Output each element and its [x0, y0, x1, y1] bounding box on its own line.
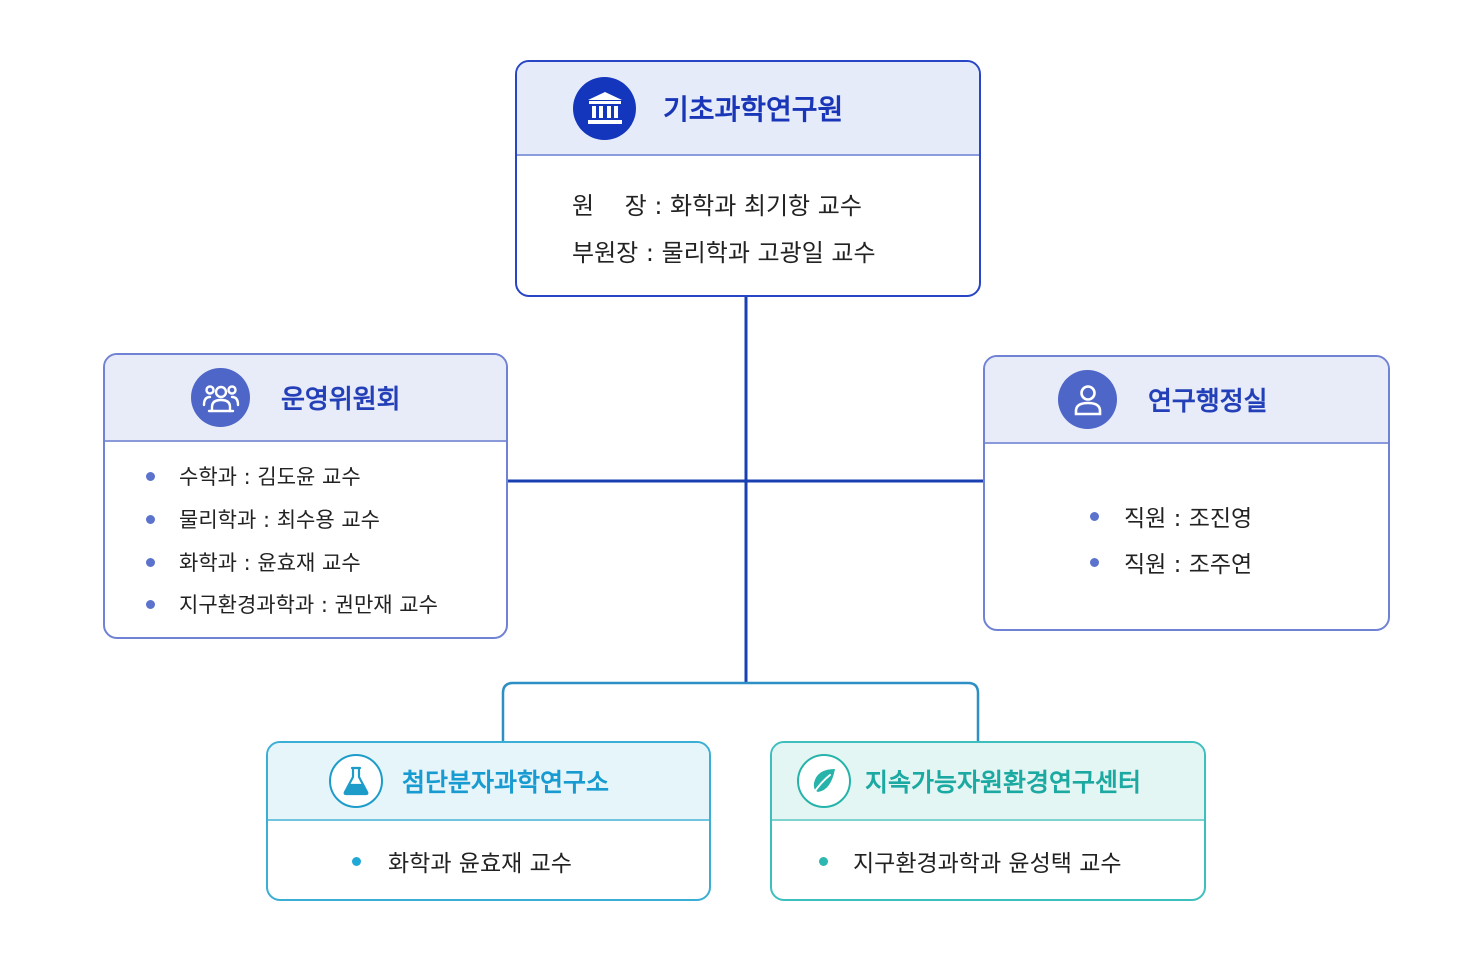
institute-title: 기초과학연구원 [663, 93, 844, 126]
staff-member-text: 직원 : 조주연 [1124, 552, 1253, 578]
bullet [146, 471, 155, 481]
committee-title: 운영위원회 [281, 385, 401, 415]
staff-member-text: 직원 : 조진영 [1124, 506, 1253, 532]
bullet [146, 557, 155, 567]
molecular-institute-header: 첨단분자과학연구소 [268, 743, 709, 821]
vice-director-separator: : [638, 239, 662, 267]
committee-member-text: 지구환경과학과 : 권만재 교수 [179, 593, 438, 617]
committee-member-text: 물리학과 : 최수용 교수 [179, 508, 380, 532]
committee-member: 지구환경과학과 : 권만재 교수 [146, 589, 438, 619]
molecular-member-text: 화학과 윤효재 교수 [388, 851, 572, 877]
committee-member: 물리학과 : 최수용 교수 [146, 504, 380, 534]
sustainability-member: 지구환경과학과 윤성택 교수 [819, 844, 1122, 878]
admin-office-title: 연구행정실 [1148, 387, 1268, 417]
molecular-institute-card: 첨단분자과학연구소 화학과 윤효재 교수 [266, 741, 711, 901]
sustainability-center-title: 지속가능자원환경연구센터 [865, 768, 1142, 797]
bullet [146, 599, 155, 609]
committee-member: 화학과 : 윤효재 교수 [146, 547, 361, 577]
staff-member: 직원 : 조주연 [1090, 545, 1252, 579]
bullet [352, 856, 361, 866]
institute-header: 기초과학연구원 [517, 62, 979, 156]
vice-director-line: 부원장 : 물리학과 고광일 교수 [572, 233, 876, 268]
director-separator: : [646, 192, 671, 220]
admin-office-card: 연구행정실 직원 : 조진영 직원 : 조주연 [983, 355, 1390, 631]
staff-member: 직원 : 조진영 [1090, 499, 1252, 533]
flask-icon [329, 754, 383, 808]
sustainability-center-card: 지속가능자원환경연구센터 지구환경과학과 윤성택 교수 [770, 741, 1206, 901]
bullet [819, 856, 828, 866]
leaf-icon [797, 754, 851, 808]
bullet [1090, 557, 1099, 567]
committee-member-text: 수학과 : 김도윤 교수 [179, 465, 361, 489]
sustainability-center-header: 지속가능자원환경연구센터 [772, 743, 1204, 821]
bullet [146, 514, 155, 524]
bullet [1090, 511, 1099, 521]
committee-header: 운영위원회 [105, 355, 506, 442]
sustainability-member-text: 지구환경과학과 윤성택 교수 [853, 851, 1122, 877]
molecular-institute-title: 첨단분자과학연구소 [402, 768, 610, 797]
committee-member-text: 화학과 : 윤효재 교수 [179, 551, 361, 575]
admin-office-header: 연구행정실 [985, 357, 1388, 444]
institute-card: 기초과학연구원 원 장 : 화학과 최기항 교수 부원장 : 물리학과 고광일 … [515, 60, 981, 297]
person-icon [1058, 370, 1117, 429]
director-line: 원 장 : 화학과 최기항 교수 [572, 186, 862, 221]
director-label: 원 장 [572, 192, 647, 220]
committee-member: 수학과 : 김도윤 교수 [146, 461, 361, 491]
institution-icon [573, 76, 636, 140]
connector-bottom-branch [501, 681, 980, 741]
molecular-member: 화학과 윤효재 교수 [352, 844, 572, 878]
vice-director-value: 물리학과 고광일 교수 [661, 239, 876, 267]
group-icon [191, 368, 250, 427]
director-value: 화학과 최기항 교수 [670, 192, 862, 220]
vice-director-label: 부원장 [572, 239, 639, 267]
committee-card: 운영위원회 수학과 : 김도윤 교수 물리학과 : 최수용 교수 화학과 : 윤… [103, 353, 508, 639]
